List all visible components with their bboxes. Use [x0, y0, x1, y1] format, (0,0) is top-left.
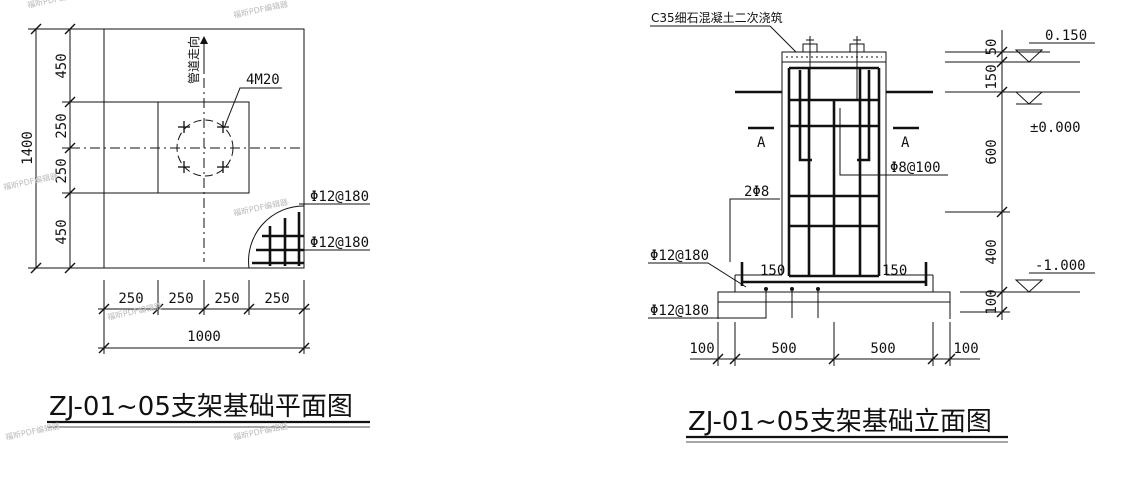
- elev-bottom-label: -1.000: [1035, 258, 1086, 274]
- pipe-direction-arrow: [200, 36, 208, 44]
- section-mark-left: A: [757, 135, 766, 151]
- watermark: 福昕PDF编辑器: [232, 0, 288, 20]
- plan-title: ZJ-01~05支架基础平面图: [49, 392, 353, 422]
- plan-bottom-dims: 250 250 250 250 1000: [98, 280, 310, 354]
- watermark: 福昕PDF编辑器: [232, 421, 288, 442]
- watermark: 福昕PDF编辑器: [26, 0, 82, 10]
- plan-left-dim-1: 450: [54, 53, 70, 78]
- elev-dim-4: 400: [984, 239, 1000, 264]
- watermark: 福昕PDF编辑器: [4, 421, 60, 442]
- elev-top-label: 0.150: [1045, 28, 1087, 44]
- plan-left-dim-3: 250: [54, 158, 70, 183]
- plan-bottom-total: 1000: [187, 329, 221, 345]
- elev-bottom-dim-4: 100: [953, 341, 978, 357]
- blinding-layer: [717, 291, 951, 303]
- grout-cap: [781, 51, 887, 63]
- plan-left-dim-2: 250: [54, 113, 70, 138]
- elev-zero-label: ±0.000: [1030, 120, 1081, 136]
- rebar-cage: [740, 66, 928, 291]
- watermark: 福昕PDF编辑器: [232, 197, 288, 218]
- elev-bottom-dim-2: 500: [771, 341, 796, 357]
- plan-left-dim-4: 450: [54, 219, 70, 244]
- elevation-bottom-dims: 100 500 500 100: [689, 322, 980, 366]
- section-mark-right: A: [901, 135, 910, 151]
- plan-bottom-dim-2: 250: [168, 291, 193, 307]
- bolt-leader: [223, 87, 282, 129]
- plan-view: 4M20 管道走向 Φ12@180 Φ12@180: [20, 23, 370, 428]
- plan-overall-dim: 1400: [20, 131, 36, 165]
- stirrup-label: Φ8@100: [890, 160, 941, 176]
- bolt-marks: [178, 121, 229, 173]
- elevation-markers: 0.150 ±0.000 -1.000: [1014, 28, 1095, 293]
- watermark: 福昕PDF编辑器: [2, 171, 58, 192]
- pipe-direction-label: 管道走向: [186, 36, 201, 84]
- plan-bottom-dim-1: 250: [118, 291, 143, 307]
- plan-bottom-dim-4: 250: [264, 291, 289, 307]
- plan-left-dims: 1400 450 250 250 450: [20, 23, 158, 274]
- elev-dim-2: 150: [984, 64, 1000, 89]
- rebar-lower-label: Φ12@180: [650, 303, 709, 319]
- plan-rebar-top-label: Φ12@180: [310, 189, 369, 205]
- concrete-note: C35细石混凝土二次浇筑: [651, 10, 783, 25]
- bolt-label: 4M20: [246, 72, 280, 88]
- rebar-upper-label: Φ12@180: [650, 248, 709, 264]
- elev-dim-1: 50: [984, 39, 1000, 56]
- pier-outline: [781, 62, 887, 275]
- plan-rebar-bottom-label: Φ12@180: [310, 235, 369, 251]
- elev-bottom-dim-1: 100: [689, 341, 714, 357]
- hook-right-label: 150: [882, 263, 907, 279]
- elev-bottom-dim-3: 500: [870, 341, 895, 357]
- elevation-right-dims: 50 150 600 400 100: [945, 30, 1080, 320]
- plan-bottom-dim-3: 250: [214, 291, 239, 307]
- bar-label: 2Φ8: [744, 184, 769, 200]
- bolt-circle: [176, 119, 234, 177]
- elev-dim-3: 600: [984, 139, 1000, 164]
- hook-left-label: 150: [760, 263, 785, 279]
- elevation-title: ZJ-01~05支架基础立面图: [688, 407, 992, 437]
- watermarks: 福昕PDF编辑器 福昕PDF编辑器 福昕PDF编辑器 福昕PDF编辑器 福昕PD…: [2, 0, 288, 442]
- elevation-view: C35细石混凝土二次浇筑 A A: [648, 10, 1095, 443]
- plan-rebar-detail: [248, 205, 305, 269]
- elev-dim-5: 100: [984, 289, 1000, 314]
